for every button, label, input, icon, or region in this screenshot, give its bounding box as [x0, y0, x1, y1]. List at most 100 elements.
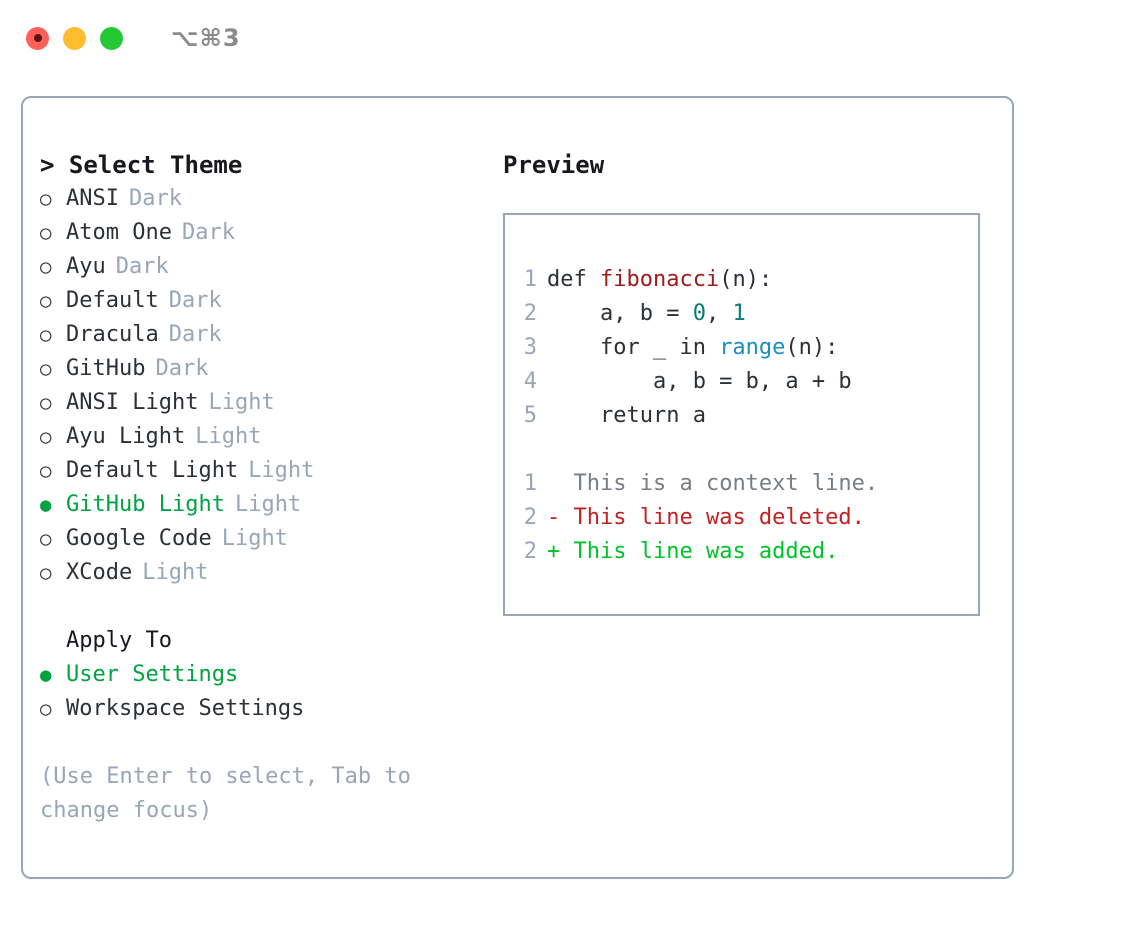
code-diff-spacer	[505, 433, 978, 467]
theme-name-label: GitHub Light	[66, 492, 225, 517]
code-line-content: def fibonacci(n):	[547, 263, 772, 297]
line-number: 3	[523, 335, 537, 360]
theme-kind-tag: Light	[248, 458, 315, 483]
theme-list-item[interactable]: ○ ANSI Light Light	[40, 386, 503, 420]
code-line: 3 for _ in range(n):	[505, 331, 978, 365]
diff-marker: +	[547, 539, 574, 564]
theme-name-label: GitHub	[66, 356, 146, 381]
preview-heading: Preview	[503, 151, 605, 179]
theme-list-item[interactable]: ○ GitHub Dark	[40, 352, 503, 386]
line-number: 5	[523, 403, 537, 428]
title-bar: ⌥⌘3	[0, 0, 1140, 76]
apply-to-section: Apply To ● User Settings ○Workspace Settin…	[40, 624, 503, 726]
apply-to-option[interactable]: ○Workspace Settings	[40, 692, 503, 726]
code-token-plain: a, b =	[547, 301, 693, 326]
theme-kind-tag: Light	[234, 492, 302, 517]
theme-name-label: Atom One	[66, 220, 172, 245]
radio-unselected-icon: ○	[40, 528, 52, 550]
theme-name-label: ANSI	[66, 186, 119, 211]
theme-kind-tag: Dark	[115, 254, 169, 279]
code-line-content: a, b = 0, 1	[547, 297, 746, 331]
code-token-number: 0	[692, 301, 706, 326]
close-button[interactable]	[26, 26, 49, 50]
zoom-button[interactable]	[100, 26, 123, 50]
radio-unselected-icon: ○	[40, 358, 52, 380]
diff-sample: 1 This is a context line.2- This line wa…	[505, 467, 978, 569]
select-theme-heading: > Select Theme	[40, 151, 243, 179]
line-number: 4	[523, 369, 537, 394]
theme-name-label: Google Code	[66, 526, 212, 551]
line-number: 2	[523, 505, 537, 530]
code-token-plain: a, b = b, a + b	[547, 369, 852, 394]
diff-line-text: This line was added.	[573, 539, 839, 564]
theme-kind-tag: Dark	[181, 220, 235, 245]
theme-kind-tag: Light	[208, 390, 275, 415]
line-number: 1	[523, 471, 537, 496]
theme-name-label: Default Light	[66, 458, 239, 483]
theme-kind-tag: Dark	[155, 356, 209, 381]
radio-selected-icon: ●	[40, 664, 52, 686]
theme-list-item[interactable]: ○ Google Code Light	[40, 522, 503, 556]
theme-kind-tag: Dark	[168, 322, 222, 347]
code-line-content: return a	[547, 399, 706, 433]
diff-line-context: 1 This is a context line.	[505, 467, 978, 501]
radio-unselected-icon: ○	[40, 256, 52, 278]
theme-kind-tag: Light	[142, 560, 209, 585]
theme-kind-tag: Light	[195, 424, 262, 449]
code-token-function: fibonacci	[599, 267, 720, 292]
code-token-plain: ,	[705, 301, 733, 326]
theme-list-item[interactable]: ○ Default Light Light	[40, 454, 503, 488]
apply-to-option-label: User Settings	[66, 662, 239, 687]
radio-unselected-icon: ○	[40, 222, 52, 244]
code-token-plain: return a	[547, 403, 706, 428]
window-shortcut-label: ⌥⌘3	[171, 24, 241, 52]
theme-list-item[interactable]: ○ ANSI Dark	[40, 182, 503, 216]
keyboard-hint-text: (Use Enter to select, Tab to change focu…	[40, 764, 411, 823]
radio-unselected-icon: ○	[40, 188, 52, 210]
theme-list-item[interactable]: ○ Ayu Dark	[40, 250, 503, 284]
theme-list-item[interactable]: ○ Ayu Light Light	[40, 420, 503, 454]
theme-name-label: Default	[66, 288, 159, 313]
code-line-content: a, b = b, a + b	[547, 365, 852, 399]
theme-kind-tag: Dark	[128, 186, 182, 211]
code-line-content: for _ in range(n):	[547, 331, 838, 365]
radio-unselected-icon: ○	[40, 460, 52, 482]
apply-to-heading: Apply To	[66, 628, 172, 653]
minimize-button[interactable]	[63, 26, 86, 50]
radio-unselected-icon: ○	[40, 290, 52, 312]
code-token-call: range	[719, 335, 786, 360]
code-token-number: 1	[732, 301, 746, 326]
radio-unselected-icon: ○	[40, 426, 52, 448]
code-line: 2 a, b = 0, 1	[505, 297, 978, 331]
code-token-plain: (n):	[719, 267, 773, 292]
theme-kind-tag: Dark	[168, 288, 222, 313]
line-number: 1	[523, 267, 537, 292]
theme-list-item[interactable]: ○ Atom One Dark	[40, 216, 503, 250]
theme-kind-tag: Light	[221, 526, 288, 551]
radio-unselected-icon: ○	[40, 562, 52, 584]
radio-unselected-icon: ○	[40, 324, 52, 346]
theme-list-item[interactable]: ○ Dracula Dark	[40, 318, 503, 352]
theme-list-item[interactable]: ○ Default Dark	[40, 284, 503, 318]
apply-to-option[interactable]: ● User Settings	[40, 658, 503, 692]
theme-name-label: Ayu	[66, 254, 106, 279]
theme-name-label: ANSI Light	[66, 390, 199, 415]
theme-name-label: Ayu Light	[66, 424, 186, 449]
diff-line-text: This is a context line.	[573, 471, 879, 496]
code-line: 5 return a	[505, 399, 978, 433]
diff-line-add: 2+ This line was added.	[505, 535, 978, 569]
apply-to-options: ● User Settings ○Workspace Settings	[40, 658, 503, 726]
radio-unselected-icon: ○	[40, 392, 52, 414]
radio-unselected-icon: ○	[40, 698, 52, 720]
code-token-plain: for _ in	[547, 335, 720, 360]
diff-line-text: This line was deleted.	[573, 505, 865, 530]
diff-marker	[547, 467, 574, 501]
theme-name-label: Dracula	[66, 322, 159, 347]
